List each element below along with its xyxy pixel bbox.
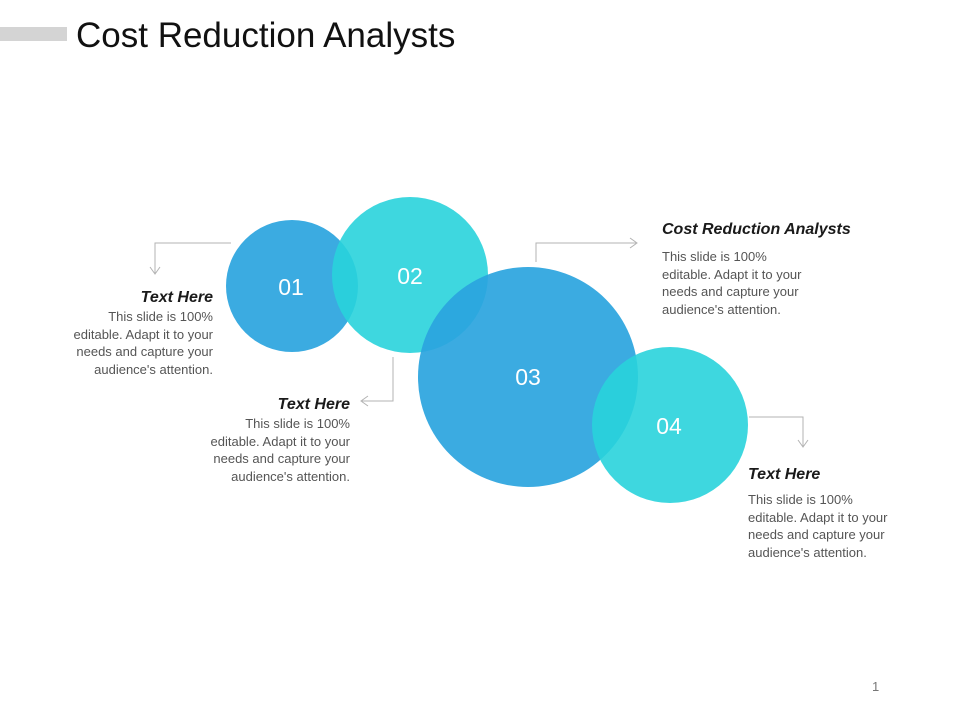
text-block-body: This slide is 100% editable. Adapt it to…	[210, 416, 350, 484]
arrowhead-04	[797, 439, 809, 448]
text-block-03: Cost Reduction Analysts This slide is 10…	[662, 220, 851, 318]
text-block-04: Text Here This slide is 100% editable. A…	[748, 465, 888, 561]
circle-number-04: 04	[656, 413, 682, 439]
circle-number-02: 02	[397, 263, 423, 289]
text-block-body: This slide is 100% editable. Adapt it to…	[748, 492, 888, 560]
arrowhead-03	[629, 237, 638, 249]
text-block-heading: Text Here	[140, 289, 213, 306]
connector-03	[535, 242, 636, 262]
connector-04	[749, 416, 804, 446]
text-block-heading: Text Here	[748, 466, 821, 483]
text-block-01: Text Here This slide is 100% editable. A…	[63, 288, 213, 378]
title-accent-bar	[0, 27, 67, 41]
text-block-02: Text Here This slide is 100% editable. A…	[200, 395, 350, 485]
circle-number-01: 01	[278, 274, 304, 300]
text-block-heading: Cost Reduction Analysts	[662, 221, 851, 238]
text-block-body: This slide is 100% editable. Adapt it to…	[73, 309, 213, 377]
arrowhead-02	[360, 395, 369, 407]
slide-title: Cost Reduction Analysts	[76, 16, 456, 55]
page-number: 1	[872, 679, 880, 694]
connector-01	[154, 242, 231, 273]
circle-04	[592, 347, 748, 503]
text-block-body: This slide is 100% editable. Adapt it to…	[662, 249, 802, 317]
text-block-heading: Text Here	[277, 396, 350, 413]
connector-02	[362, 357, 394, 402]
circle-number-03: 03	[515, 364, 541, 390]
circle-01	[226, 220, 358, 352]
circle-03	[418, 267, 638, 487]
arrowhead-01	[149, 266, 161, 275]
